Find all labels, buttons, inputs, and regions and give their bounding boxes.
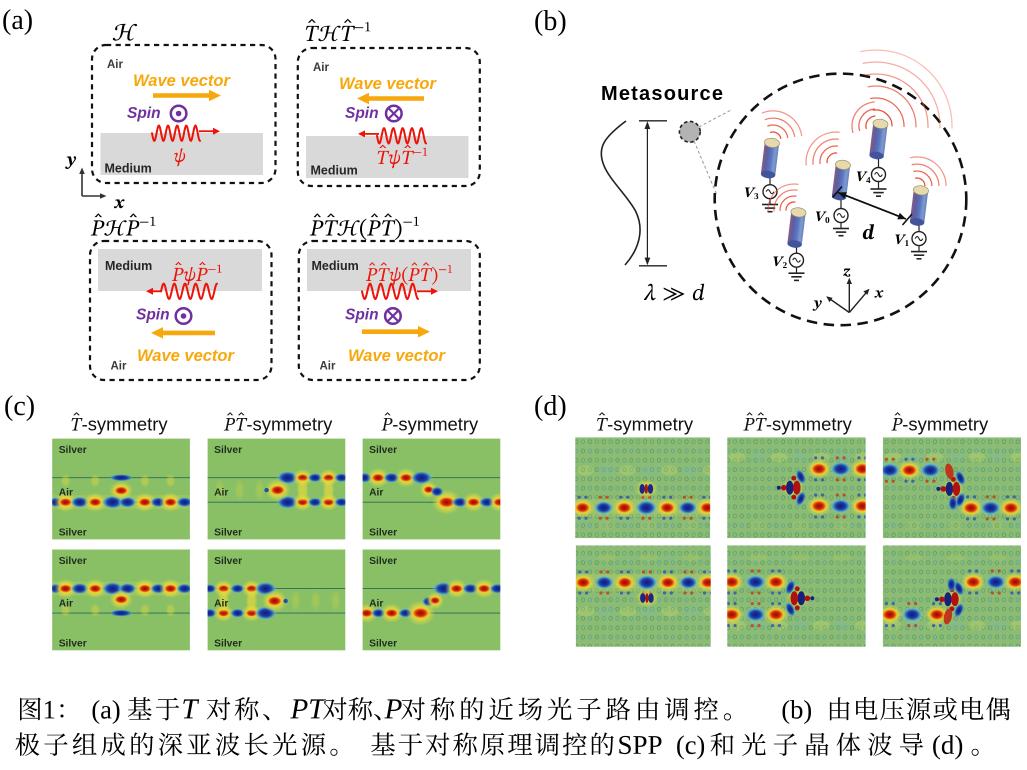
svg-text:-symmetry: -symmetry — [392, 414, 479, 435]
svg-text:(d): (d) — [534, 391, 567, 422]
svg-text:Silver: Silver — [59, 445, 87, 456]
svg-text:Wave vector: Wave vector — [339, 75, 437, 93]
svg-text:Air: Air — [107, 59, 124, 71]
svg-text:(b): (b) — [534, 6, 567, 37]
svg-text:Spin: Spin — [136, 307, 170, 324]
svg-text:Air: Air — [111, 361, 128, 373]
svg-text:Medium: Medium — [311, 164, 358, 178]
svg-text:Silver: Silver — [214, 556, 242, 567]
svg-text:Air: Air — [369, 599, 383, 610]
svg-text:Wave vector: Wave vector — [348, 347, 446, 365]
svg-text:Silver: Silver — [214, 639, 242, 650]
svg-text:Silver: Silver — [214, 528, 242, 539]
svg-text:Silver: Silver — [59, 639, 87, 650]
svg-text:Air: Air — [59, 488, 73, 499]
svg-text:Air: Air — [320, 361, 337, 373]
svg-text:Spin: Spin — [345, 307, 379, 324]
svg-text:Air: Air — [214, 599, 228, 610]
svg-text:Wave vector: Wave vector — [137, 347, 235, 365]
svg-text:Medium: Medium — [312, 259, 359, 273]
svg-text:Air: Air — [369, 488, 383, 499]
svg-text:Spin: Spin — [345, 105, 379, 122]
svg-text:Air: Air — [59, 599, 73, 610]
svg-text:Spin: Spin — [127, 105, 161, 122]
svg-text:Metasource: Metasource — [601, 83, 724, 105]
svg-text:Medium: Medium — [105, 259, 152, 273]
svg-text:Silver: Silver — [369, 639, 397, 650]
svg-text:Medium: Medium — [105, 162, 152, 176]
svg-text:Silver: Silver — [59, 528, 87, 539]
svg-text:Silver: Silver — [369, 528, 397, 539]
svg-text:Wave vector: Wave vector — [133, 72, 231, 90]
svg-text:(a): (a) — [2, 5, 33, 36]
svg-text:-symmetry: -symmetry — [607, 414, 694, 435]
svg-text:Silver: Silver — [369, 445, 397, 456]
svg-text:-symmetry: -symmetry — [902, 414, 989, 435]
svg-text:-symmetry: -symmetry — [766, 414, 853, 435]
svg-text:Air: Air — [313, 62, 330, 74]
svg-text:Silver: Silver — [59, 556, 87, 567]
svg-text:(c): (c) — [4, 391, 35, 422]
svg-text:-symmetry: -symmetry — [246, 414, 333, 435]
svg-text:-symmetry: -symmetry — [82, 414, 169, 435]
svg-text:Silver: Silver — [369, 556, 397, 567]
svg-text:Air: Air — [214, 488, 228, 499]
svg-text:Silver: Silver — [214, 445, 242, 456]
